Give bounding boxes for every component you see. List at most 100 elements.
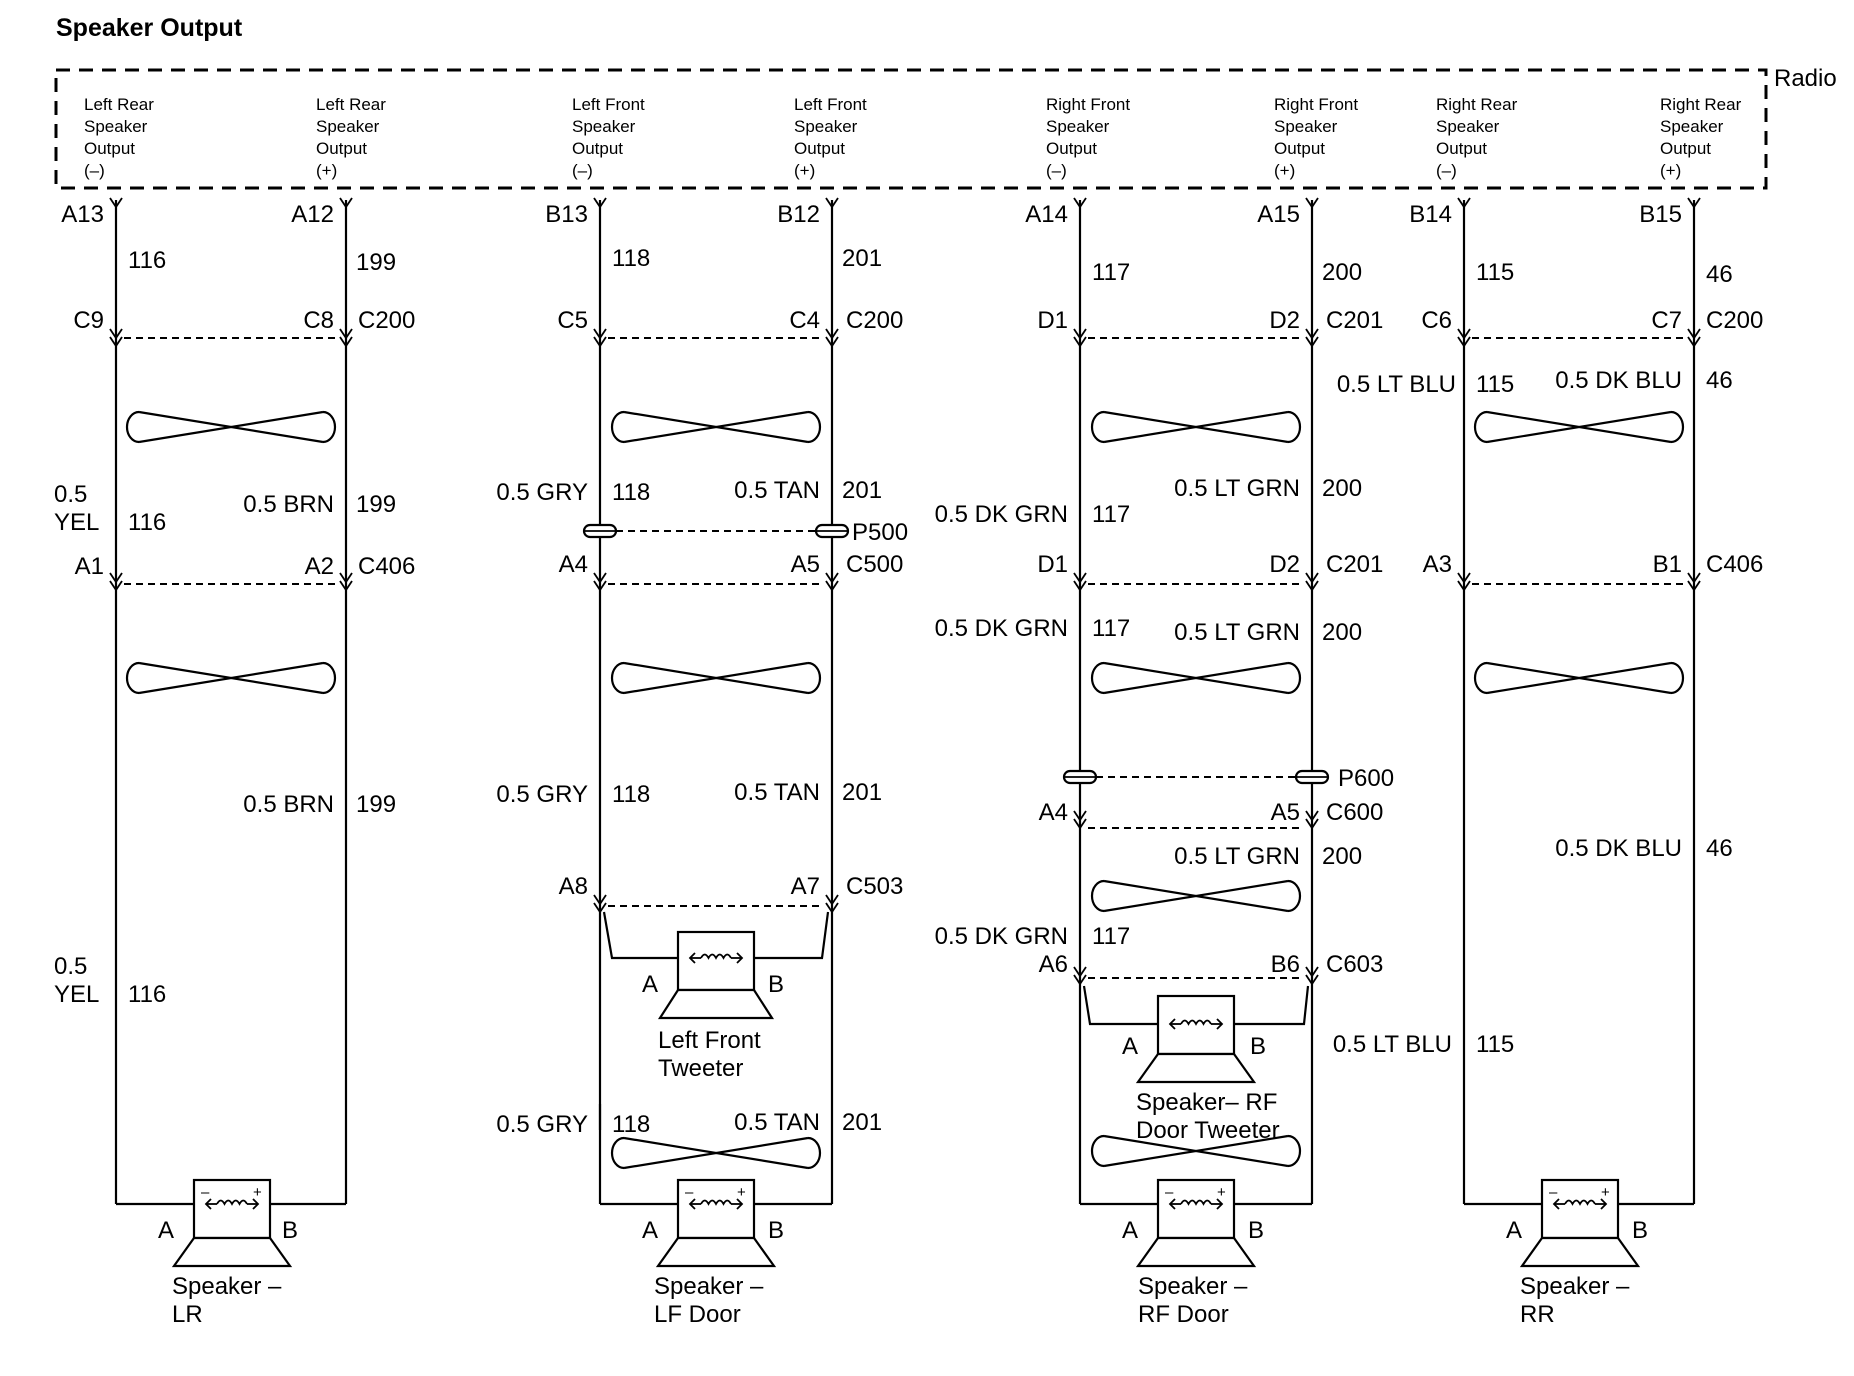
speaker-rr-label: Speaker –	[1520, 1273, 1630, 1300]
rf-tweeter: A B Speaker– RF Door Tweeter	[1082, 985, 1310, 1144]
pin-c7: C7	[1651, 307, 1682, 334]
rf-tweeter-label: Door Tweeter	[1136, 1117, 1280, 1144]
speaker-lf-label: Speaker –	[654, 1273, 764, 1300]
pin-a2: A2	[305, 553, 334, 580]
wire-color: YEL	[54, 509, 99, 536]
svg-text:Output: Output	[1274, 139, 1325, 158]
svg-text:(+): (+)	[1660, 161, 1681, 180]
circuit-199: 199	[356, 791, 396, 818]
svg-text:–: –	[1165, 1184, 1174, 1201]
circuit-46: 46	[1706, 367, 1733, 394]
pin-b13: B13	[545, 201, 588, 228]
svg-text:Speaker: Speaker	[1046, 117, 1110, 136]
connector-c406: C406	[358, 553, 415, 580]
wire-lt-blu: 0.5 LT BLU	[1333, 1031, 1452, 1058]
lf-tweeter-label: Left Front	[658, 1027, 761, 1054]
circuit-117: 117	[1092, 259, 1130, 286]
circuit-200: 200	[1322, 475, 1362, 502]
radio-label: Radio	[1774, 65, 1837, 92]
rf-tweeter-label: Speaker– RF	[1136, 1089, 1277, 1116]
pin-c8: C8	[303, 307, 334, 334]
wire-color: YEL	[54, 981, 99, 1008]
svg-text:Left Front: Left Front	[794, 95, 867, 114]
svg-text:Right Rear: Right Rear	[1660, 95, 1742, 114]
speaker-lf-label: LF Door	[654, 1301, 741, 1328]
circuit-118: 118	[612, 781, 650, 808]
circuit-115: 115	[1476, 1031, 1514, 1058]
svg-text:Left Front: Left Front	[572, 95, 645, 114]
radio-box	[54, 68, 1768, 190]
speaker-rf-label: Speaker –	[1138, 1273, 1248, 1300]
svg-text:Speaker: Speaker	[1274, 117, 1338, 136]
pin-c9: C9	[73, 307, 104, 334]
svg-text:Speaker: Speaker	[316, 117, 380, 136]
svg-text:(+): (+)	[316, 161, 337, 180]
circuit-46: 46	[1706, 835, 1733, 862]
circuit-199: 199	[356, 491, 396, 518]
rf-circuit: A14 A15 117 200 D1 D2 C201 0.5 LT BLU 0.…	[935, 197, 1456, 1328]
wire-size: 0.5	[54, 481, 87, 508]
svg-text:Right Front: Right Front	[1046, 95, 1130, 114]
wire-dk-blu: 0.5 DK BLU	[1555, 835, 1682, 862]
wire-brn: 0.5 BRN	[243, 791, 334, 818]
wire-tan: 0.5 TAN	[734, 1109, 820, 1136]
pin-d1: D1	[1037, 307, 1068, 334]
circuit-117: 117	[1092, 615, 1130, 642]
pin-c5: C5	[557, 307, 588, 334]
speaker-lr-label: Speaker –	[172, 1273, 282, 1300]
pin-a5: A5	[791, 551, 820, 578]
pin-b14: B14	[1409, 201, 1452, 228]
circuit-201: 201	[842, 477, 882, 504]
svg-text:(–): (–)	[1436, 161, 1457, 180]
speaker-rf-door: – + A B Speaker – RF Door	[1080, 1178, 1312, 1328]
pin-d1: D1	[1037, 551, 1068, 578]
svg-text:Right Front: Right Front	[1274, 95, 1358, 114]
terminal-a: A	[158, 1217, 174, 1244]
lf-circuit: B13 B12 118 201 C5 C4 C200 0.5 GRY 118 0…	[496, 197, 908, 1328]
terminal-b: B	[1632, 1217, 1648, 1244]
pin-a14: A14	[1025, 201, 1068, 228]
svg-text:Left Rear: Left Rear	[84, 95, 154, 114]
connector-c200: C200	[1706, 307, 1763, 334]
radio-module: Radio	[54, 65, 1837, 190]
circuit-200: 200	[1322, 619, 1362, 646]
terminal-a: A	[1122, 1217, 1138, 1244]
pin-a5: A5	[1271, 799, 1300, 826]
pin-a1: A1	[75, 553, 104, 580]
wire-lt-grn: 0.5 LT GRN	[1174, 843, 1300, 870]
wire-tan: 0.5 TAN	[734, 477, 820, 504]
connector-c600: C600	[1326, 799, 1383, 826]
pin-a4: A4	[1039, 799, 1068, 826]
pin-d2: D2	[1269, 551, 1300, 578]
pin-b15: B15	[1639, 201, 1682, 228]
svg-text:(–): (–)	[572, 161, 593, 180]
circuit-201: 201	[842, 1109, 882, 1136]
wire-size: 0.5	[54, 953, 87, 980]
svg-text:(+): (+)	[794, 161, 815, 180]
speaker-lf-door: – + A B Speaker – LF Door	[600, 1178, 832, 1328]
circuit-116: 116	[128, 247, 166, 274]
svg-text:Output: Output	[1046, 139, 1097, 158]
wire-gry: 0.5 GRY	[496, 781, 588, 808]
circuit-46: 46	[1706, 261, 1733, 288]
lr-circuit: A13 A12 116 199 C9 C8 C200 0.5 YEL 116 0…	[54, 197, 415, 1328]
speaker-lr-label: LR	[172, 1301, 203, 1328]
speaker-rr: – + A B Speaker – RR	[1464, 1178, 1694, 1328]
speaker-rr-label: RR	[1520, 1301, 1555, 1328]
pin-b6: B6	[1271, 951, 1300, 978]
splice-p600: P600	[1338, 765, 1394, 792]
circuit-200: 200	[1322, 843, 1362, 870]
svg-text:(–): (–)	[1046, 161, 1067, 180]
pin-b1: B1	[1653, 551, 1682, 578]
connector-c201: C201	[1326, 307, 1383, 334]
svg-text:Output: Output	[1660, 139, 1711, 158]
svg-text:Speaker: Speaker	[1660, 117, 1724, 136]
